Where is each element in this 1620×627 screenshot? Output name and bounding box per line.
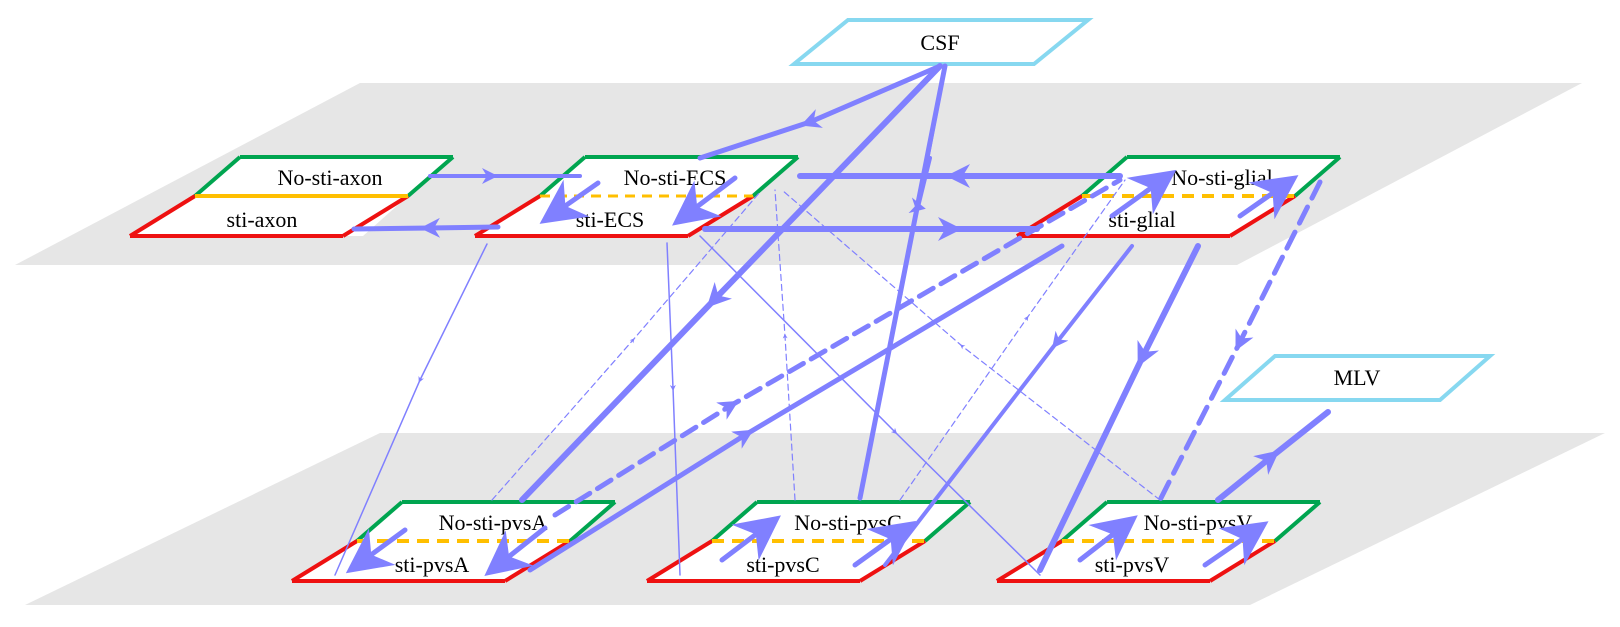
- flow-sti-glial-to-sti-pvsv: [1037, 243, 1201, 573]
- flow-no-sti-pvsa-to-no-sti-glial: [552, 177, 1123, 518]
- mlv-label: MLV: [1334, 365, 1381, 390]
- flow-pvsc-to-csf: [857, 63, 948, 501]
- flow-sti-pvsa-to-sti-glial: [527, 243, 1065, 573]
- flow-sti-ecs-to-sti-pvsv: [699, 235, 1041, 576]
- flow-pvsa-internal-left: [345, 527, 408, 574]
- flow-glial-internal-left: [1109, 169, 1177, 219]
- sti-pvsa-label: sti-pvsA: [395, 552, 470, 577]
- sti-axon-label: sti-axon: [227, 207, 298, 232]
- sti-ecs-label: sti-ECS: [576, 207, 644, 232]
- flow-csf-to-sti-pvsa: [519, 63, 943, 503]
- sti-pvsv-label: sti-pvsV: [1095, 552, 1170, 577]
- csf-label: CSF: [920, 30, 959, 55]
- flow-ecs-internal-right: [672, 175, 738, 226]
- no-sti-axon-label: No-sti-axon: [277, 165, 382, 190]
- csf-node: CSF: [788, 18, 1094, 66]
- no-sti-pvsc-label: No-sti-pvsC: [794, 510, 902, 535]
- flow-no-sti-pvsc-to-no-sti-glial: [899, 179, 1126, 501]
- flow-pvsa-internal-right: [484, 525, 548, 576]
- flow-glial-internal-right: [1237, 175, 1299, 220]
- flow-sti-ecs-to-sti-axon: [351, 217, 501, 238]
- flow-csf-to-no-sti-ecs: [697, 63, 943, 161]
- flow-sti-glial-to-sti-pvsc: [883, 244, 1134, 567]
- sti-pvsc-label: sti-pvsC: [746, 552, 819, 577]
- flow-no-sti-pvsv-to-mlv: [1215, 409, 1331, 503]
- flow-no-sti-pvsc-to-ecs: [774, 189, 796, 501]
- flow-no-sti-glial-to-no-sti-pvsv: [1157, 179, 1323, 503]
- flow-ecs-to-sti-pvsc: [666, 242, 681, 576]
- flow-no-sti-pvsa-to-ecs: [491, 191, 761, 501]
- flow-pvsv-internal-left: [1077, 515, 1138, 563]
- no-sti-ecs-label: No-sti-ECS: [624, 165, 727, 190]
- flow-pvsc-internal-right: [852, 520, 917, 568]
- no-sti-pvsa-label: No-sti-pvsA: [439, 510, 548, 535]
- no-sti-pvsv-label: No-sti-pvsV: [1144, 510, 1253, 535]
- flow-pvsv-internal-right: [1202, 521, 1269, 568]
- flow-no-sti-pvsv-to-ecs: [781, 189, 1161, 501]
- axon-compartment: No-sti-axon sti-axon: [128, 155, 455, 238]
- flow-pvsc-internal-left: [719, 515, 781, 563]
- mlv-node: MLV: [1219, 354, 1496, 402]
- no-sti-glial-label: No-sti-glial: [1171, 165, 1272, 190]
- flow-ecs-internal-left: [539, 179, 601, 224]
- flow-sti-axon-to-sti-pvsa: [334, 243, 488, 576]
- flow-arrows: [334, 63, 1331, 576]
